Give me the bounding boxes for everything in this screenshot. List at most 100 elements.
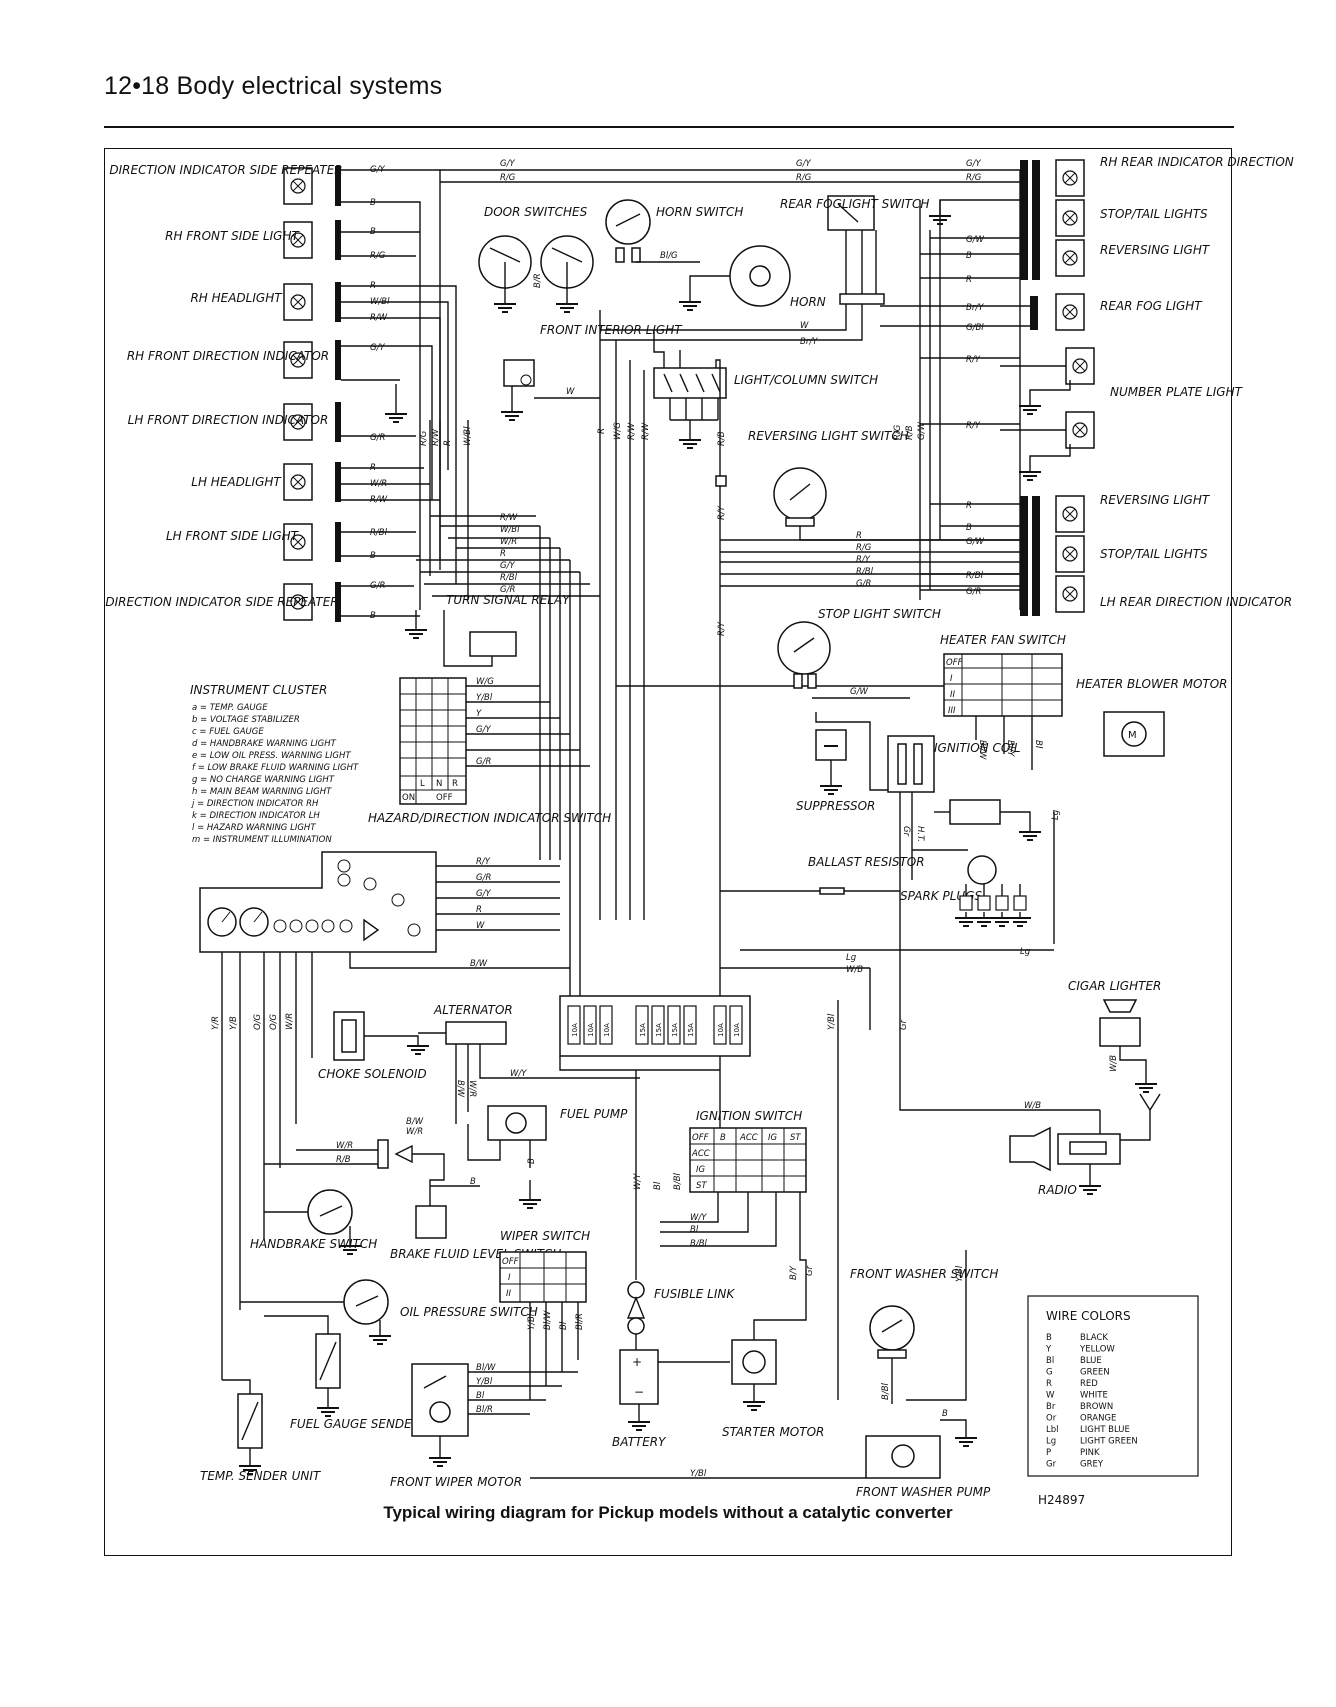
battery: + − BATTERY xyxy=(612,1349,730,1449)
wire-code: R xyxy=(966,501,972,511)
wire-code: R/G xyxy=(500,173,516,183)
front-interior-light: FRONT INTERIOR LIGHT W xyxy=(500,323,683,421)
wire-color-name: WHITE xyxy=(1080,1391,1108,1401)
fuel-pump: FUEL PUMP B/W W/R B xyxy=(406,1105,628,1209)
wire-color-name: LIGHT GREEN xyxy=(1080,1437,1138,1447)
wire-code: G/R xyxy=(500,585,515,595)
wire-code: G/Y xyxy=(476,889,491,899)
wire-color-code: B xyxy=(1046,1333,1052,1343)
wire-code: Bl xyxy=(559,1321,569,1330)
wire-code: W/G xyxy=(476,677,494,687)
label-ignition-switch: IGNITION SWITCH xyxy=(696,1109,802,1123)
front-washer-pump: B FRONT WASHER PUMP Y/Bl xyxy=(530,1409,991,1499)
wire-code: Gr xyxy=(901,826,911,837)
label-rh-headlight: RH HEADLIGHT xyxy=(190,291,283,305)
cigar-lighter: CIGAR LIGHTER W/B xyxy=(1068,979,1161,1093)
wire-color-name: YELLOW xyxy=(1079,1345,1115,1355)
wire-code: W/Bl xyxy=(500,525,520,535)
wire-code: Y/Bl xyxy=(955,1265,965,1282)
wire-code: B/W xyxy=(470,959,488,969)
heater-row: OFF xyxy=(946,658,963,668)
wire-code: B xyxy=(527,1158,537,1164)
wire-code: Bl xyxy=(1033,740,1043,749)
label-temp-sender: TEMP. SENDER UNIT xyxy=(200,1469,322,1483)
wire-colors-title: WIRE COLORS xyxy=(1046,1309,1131,1323)
wire-code: H.T. xyxy=(915,826,925,842)
wire-code: G/R xyxy=(370,433,385,443)
wire-code: R xyxy=(966,275,972,285)
wire-code: R/Bl xyxy=(856,567,874,577)
fuse xyxy=(683,1005,697,1045)
legend-line: h = MAIN BEAM WARNING LIGHT xyxy=(192,787,332,797)
legend-line: a = TEMP. GAUGE xyxy=(192,703,268,713)
wire-code: Y xyxy=(476,709,482,719)
ign-col: B xyxy=(720,1133,726,1143)
wire-code: W/B xyxy=(846,965,863,975)
wire-code: W/B xyxy=(1109,1055,1119,1072)
label-heater-blower-motor: HEATER BLOWER MOTOR xyxy=(1076,677,1228,691)
wire-code: R xyxy=(500,549,506,559)
brake-fluid-switch: B BRAKE FLUID LEVEL SWITCH xyxy=(390,1177,561,1261)
fuse xyxy=(651,1005,665,1045)
ballast-resistor: BALLAST RESISTOR xyxy=(720,855,925,895)
heater-blower-motor: HEATER BLOWER MOTOR M xyxy=(1076,677,1228,757)
hazard-row: ON xyxy=(402,793,415,803)
label-reversing-light-switch: REVERSING LIGHT SWITCH xyxy=(748,429,909,443)
wire-code: Y/Bl xyxy=(827,1013,837,1030)
hazard-row: OFF xyxy=(436,793,453,803)
wire-code: Bl/W xyxy=(543,1310,553,1330)
legend-line: g = NO CHARGE WARNING LIGHT xyxy=(192,775,335,785)
figure-code: H24897 xyxy=(1038,1493,1085,1507)
fusible-link: FUSIBLE LINK xyxy=(626,1281,735,1350)
wire-code: G/Y xyxy=(370,343,385,353)
fuse-rating: 10A xyxy=(717,1023,725,1037)
fuse-rating: 15A xyxy=(655,1023,663,1037)
label-hazard-switch: HAZARD/DIRECTION INDICATOR SWITCH xyxy=(368,811,611,825)
section-title: Body electrical systems xyxy=(176,72,443,100)
temp-sender: TEMP. SENDER UNIT xyxy=(200,1379,322,1483)
wire-code: R/Y xyxy=(717,621,727,636)
wire-code: G/W xyxy=(966,537,984,547)
wire-code: Lg xyxy=(1051,809,1061,820)
wire-code: R/Bl xyxy=(500,573,518,583)
label-ballast-resistor: BALLAST RESISTOR xyxy=(808,855,925,869)
wire-code: W/R xyxy=(500,537,517,547)
wire-code: G/R xyxy=(856,579,871,589)
wire-code: G/Y xyxy=(476,725,491,735)
label-choke-solenoid: CHOKE SOLENOID xyxy=(318,1067,427,1081)
wire-color-code: G xyxy=(1046,1368,1053,1378)
wire-color-name: ORANGE xyxy=(1080,1414,1116,1424)
wire-color-name: BLUE xyxy=(1080,1356,1102,1366)
label-dir-ind-side-rep-lh: DIRECTION INDICATOR SIDE REPEATER xyxy=(105,595,338,609)
label-rh-front-side-light: RH FRONT SIDE LIGHT xyxy=(165,229,300,243)
wire-code: R/B xyxy=(336,1155,351,1165)
wire-code: Lg xyxy=(846,953,857,963)
wire-code: R xyxy=(597,428,607,434)
label-dir-ind-side-rep-rh: DIRECTION INDICATOR SIDE REPEATER xyxy=(109,163,342,177)
wire-code: W xyxy=(476,921,485,931)
wire-code: B xyxy=(370,198,376,208)
label-front-wiper-motor: FRONT WIPER MOTOR xyxy=(390,1475,522,1489)
wire-code: W/Bl xyxy=(463,426,473,446)
label-reversing-light-rh: REVERSING LIGHT xyxy=(1100,243,1211,257)
wire-code: B/Bl xyxy=(673,1172,683,1190)
heater-row: III xyxy=(948,706,956,716)
wire-code: R/W xyxy=(431,428,441,446)
legend-line: j = DIRECTION INDICATOR RH xyxy=(191,799,319,809)
wire-code: G/Y xyxy=(796,159,811,169)
wire-color-name: RED xyxy=(1080,1379,1098,1389)
wire-code: W/B xyxy=(1024,1101,1041,1111)
wire-color-name: PINK xyxy=(1080,1448,1100,1458)
motor-icon: M xyxy=(1128,730,1137,741)
wire-code: B xyxy=(470,1177,476,1187)
label-starter-motor: STARTER MOTOR xyxy=(722,1425,824,1439)
wire-code: Bl xyxy=(476,1391,485,1401)
legend-line: m = INSTRUMENT ILLUMINATION xyxy=(192,835,332,845)
fuse-rating: 10A xyxy=(571,1023,579,1037)
ignition-switch: IGNITION SWITCH OFF B ACC IG ST ACC IG S… xyxy=(633,1109,815,1300)
rear-lamp-column: RH REAR INDICATOR DIRECTION STOP/TAIL LI… xyxy=(880,155,1294,616)
wire-color-code: W xyxy=(1046,1391,1055,1401)
wire-code: R/G xyxy=(893,424,903,440)
wire-code: Gr xyxy=(899,1019,909,1030)
